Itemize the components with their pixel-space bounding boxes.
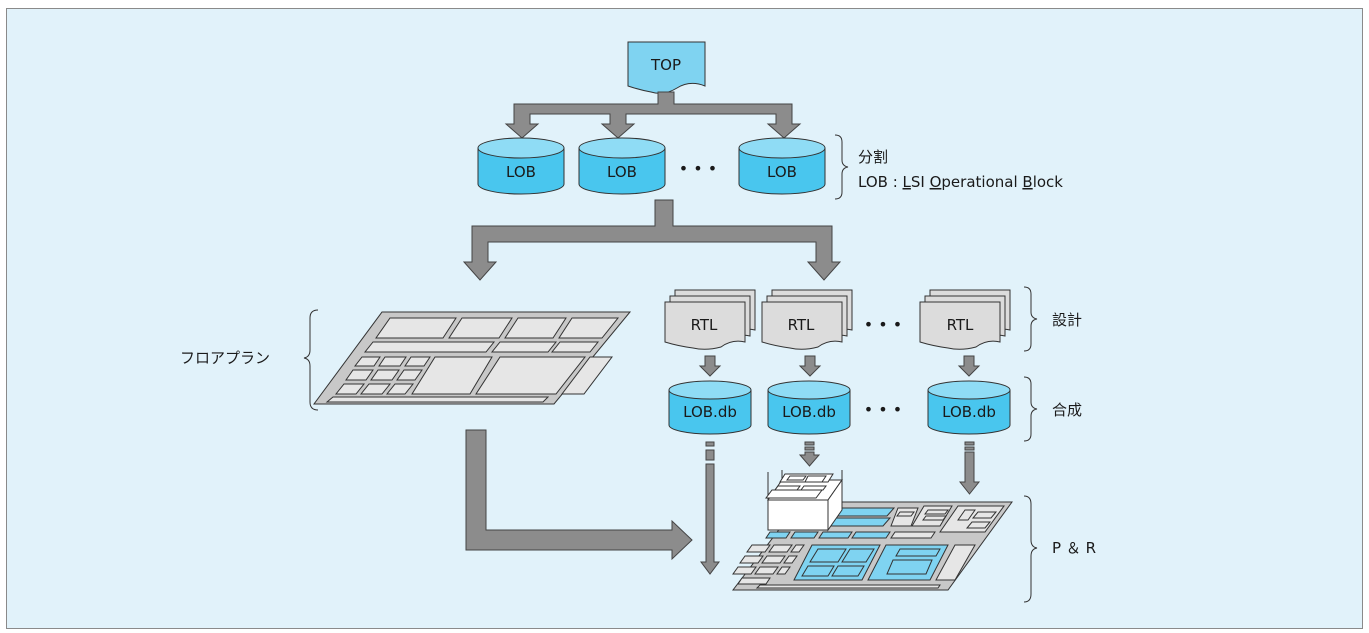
lob-label-3: LOB	[767, 163, 797, 181]
lob-cylinder-2: LOB	[578, 137, 666, 195]
lobdb-cylinder-1: LOB.db	[668, 380, 752, 435]
floorplan-label: フロアプラン	[180, 349, 270, 367]
synthesis-brace	[1023, 376, 1038, 442]
rtl-to-db-arrows	[698, 355, 981, 377]
pr-brace	[1023, 495, 1038, 603]
split-brace	[834, 134, 849, 200]
lobdb-cylinder-2: LOB.db	[767, 380, 851, 435]
rtl-ellipsis: • • •	[864, 315, 902, 334]
lobdb-label-2: LOB.db	[782, 403, 836, 421]
synthesis-label: 合成	[1052, 401, 1082, 419]
lob-ellipsis: • • •	[679, 159, 717, 178]
design-brace	[1023, 286, 1038, 352]
top-label: TOP	[650, 56, 681, 74]
rtl-label-2: RTL	[788, 316, 815, 334]
rtl-stack-3: RTL	[919, 289, 1011, 350]
pr-label: P ＆ R	[1052, 539, 1096, 557]
floorplan-brace	[303, 309, 319, 411]
lobdb-label-1: LOB.db	[683, 403, 737, 421]
design-label: 設計	[1052, 311, 1082, 329]
top-split-arrow	[504, 91, 802, 139]
pr-block-cube	[765, 470, 843, 532]
lob-branch-arrow	[462, 199, 842, 281]
rtl-label-3: RTL	[947, 316, 974, 334]
db-to-pr-arrows	[700, 441, 981, 575]
lobdb-cylinder-3: LOB.db	[927, 380, 1011, 435]
lob-cylinder-3: LOB	[738, 137, 826, 195]
split-label: 分割	[858, 148, 888, 166]
floorplan-to-pr-arrow	[465, 429, 693, 561]
lobdb-ellipsis: • • •	[864, 400, 902, 419]
lob-label-2: LOB	[607, 163, 637, 181]
lob-label-1: LOB	[506, 163, 536, 181]
floorplan-chip	[313, 311, 632, 405]
rtl-label-1: RTL	[691, 316, 718, 334]
lob-definition: LOB : LSI Operational Block	[858, 173, 1063, 191]
lob-cylinder-1: LOB	[477, 137, 565, 195]
rtl-stack-1: RTL	[664, 289, 756, 350]
lobdb-label-3: LOB.db	[942, 403, 996, 421]
rtl-stack-2: RTL	[761, 289, 853, 350]
